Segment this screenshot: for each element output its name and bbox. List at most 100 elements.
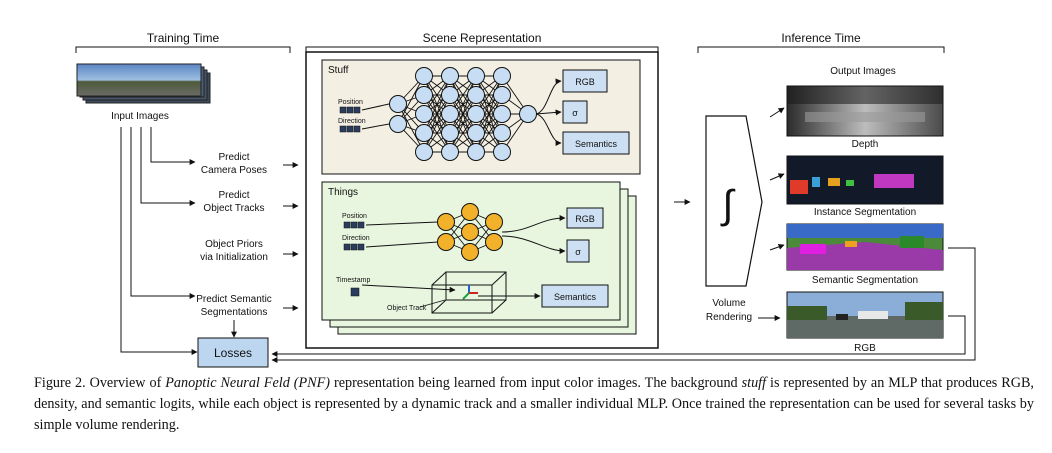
stuff-position-label: Position [338, 99, 363, 106]
inference-time-header: Inference Time [697, 31, 945, 53]
stuff-mlp-node [467, 124, 485, 142]
stuff-mlp-node [467, 143, 485, 161]
stuff-mlp-node [415, 67, 433, 85]
stuff-semantics-box [562, 131, 630, 155]
stuff-mlp-network [361, 67, 562, 161]
stuff-semantics-label: Semantics [575, 139, 618, 149]
things-direction-vector [343, 243, 365, 251]
input-images-label: Input Images [111, 111, 169, 122]
things-position-vector [343, 221, 365, 229]
input-images-stack [76, 63, 211, 104]
input-image-thumbnail [76, 63, 202, 97]
mlp-input-edge [365, 241, 439, 248]
stuff-mlp-node [415, 143, 433, 161]
predict-semantic-line1: Predict Semantic [196, 294, 272, 305]
training-time-label: Training Time [147, 31, 220, 45]
caption-model-name: Panoptic Neural Feld (PNF) [165, 375, 331, 391]
stuff-sigma-label: σ [572, 108, 578, 118]
stuff-mlp-node [441, 143, 459, 161]
things-mlp-node [461, 223, 479, 241]
stuff-mlp-node [493, 105, 511, 123]
output-images-title: Output Images [830, 66, 896, 77]
semantic-segmentation-label: Semantic Segmentation [812, 275, 918, 286]
mlp-output-edge [535, 109, 562, 116]
timestamp-label: Timestamp [336, 277, 370, 284]
losses-box [197, 337, 269, 368]
inference-time-label: Inference Time [781, 31, 861, 45]
mlp-output-edge [535, 78, 562, 115]
caption-part-1: Figure 2. Overview of [34, 375, 166, 391]
mlp-output-edge [501, 235, 566, 254]
things-mlp-node [437, 233, 455, 251]
predict-camera-poses-line2: Camera Poses [201, 165, 267, 176]
scene-representation-label: Scene Representation [423, 31, 542, 45]
stuff-mlp-node [493, 124, 511, 142]
loss-feedback-lines [271, 247, 976, 363]
mlp-input-edge [361, 123, 390, 130]
mlp-edge [397, 103, 425, 153]
rgb-output-label: RGB [854, 343, 876, 354]
timestamp-cell [350, 287, 360, 297]
stuff-direction-label: Direction [338, 118, 366, 125]
mlp-edge [449, 75, 477, 134]
stuff-mlp-node [415, 86, 433, 104]
caption-stuff-term: stuff [741, 375, 767, 391]
semantic-segmentation-image [786, 223, 944, 271]
integral-icon: ∫ [721, 183, 737, 227]
stuff-rgb-box [562, 69, 608, 93]
training-time-header: Training Time [75, 31, 291, 53]
things-output-boxes: RGB σ Semantics [541, 207, 609, 308]
scene-representation-header: Scene Representation [305, 31, 659, 53]
volume-rendering-block [705, 115, 763, 287]
mlp-edge [397, 75, 425, 125]
predict-semantic-line2: Segmentations [201, 307, 268, 318]
things-mlp-node [485, 213, 503, 231]
stuff-direction-vector [339, 125, 361, 133]
things-direction-label: Direction [342, 235, 370, 242]
things-rgb-box [566, 207, 604, 229]
figure-caption: Figure 2. Overview of Panoptic Neural Fe… [34, 373, 1034, 436]
object-track-pointer [419, 299, 446, 308]
stuff-position-vector [339, 106, 361, 114]
caption-part-5: is represented by an MLP that produces R… [34, 375, 1034, 433]
things-mlp-node [461, 243, 479, 261]
stuff-mlp-node [441, 67, 459, 85]
object-priors-line2: via Initialization [200, 252, 268, 263]
mlp-input-edge [361, 103, 390, 111]
things-mlp-node [461, 203, 479, 221]
scene-input-arrows [283, 162, 299, 311]
things-sigma-label: σ [575, 247, 581, 257]
depth-label: Depth [852, 139, 879, 150]
things-label: Things [328, 187, 358, 198]
rendering-label: Rendering [706, 312, 752, 323]
mlp-edge [423, 75, 451, 134]
predict-object-tracks-line1: Predict [218, 190, 249, 201]
depth-output-image [786, 85, 944, 137]
losses-label: Losses [214, 346, 252, 360]
stuff-mlp-node [415, 105, 433, 123]
mlp-output-edge [501, 215, 566, 233]
predict-camera-poses-line1: Predict [218, 152, 249, 163]
stuff-mlp-node [389, 95, 407, 113]
mlp-edge [475, 75, 503, 134]
stuff-mlp-node [467, 105, 485, 123]
mlp-input-edge [365, 221, 439, 226]
things-sigma-box [566, 239, 590, 263]
volume-label: Volume [712, 298, 746, 309]
things-semantics-box [541, 284, 609, 308]
stuff-sigma-box [562, 100, 588, 124]
things-semantics-label: Semantics [554, 292, 597, 302]
mlp-edge [449, 94, 477, 153]
training-flow-lines [120, 127, 237, 355]
stuff-output-boxes: RGB σ Semantics [562, 69, 630, 155]
predict-object-tracks-line2: Object Tracks [203, 203, 264, 214]
things-position-label: Position [342, 213, 367, 220]
things-mlp-node [437, 213, 455, 231]
object-priors-line1: Object Priors [205, 239, 263, 250]
object-track-arrows [361, 284, 541, 299]
stuff-label: Stuff [328, 65, 349, 76]
renderer-output-arrows [769, 107, 785, 251]
object-track-box [431, 271, 507, 314]
stuff-mlp-node [493, 86, 511, 104]
caption-part-3: representation being learned from input … [330, 375, 742, 391]
